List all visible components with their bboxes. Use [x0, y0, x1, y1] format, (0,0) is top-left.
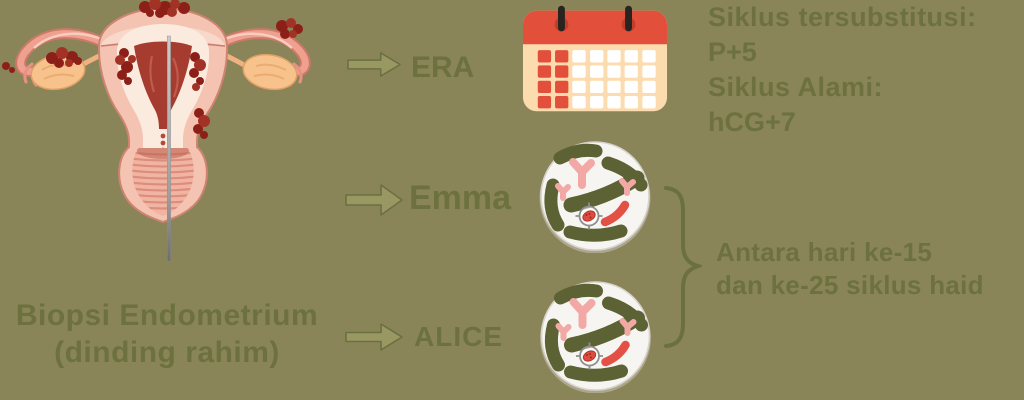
- right-arrow-icon: [347, 52, 401, 77]
- era-timing-heading1: Siklus tersubstitusi:: [708, 2, 977, 32]
- era-timing-heading2: Siklus Alami:: [708, 72, 884, 102]
- biopsy-caption-line2: (dinding rahim): [54, 336, 280, 369]
- test-label-emma: Emma: [409, 179, 512, 217]
- biopsy-needle: [166, 35, 171, 262]
- target-crosshair: [575, 202, 603, 230]
- target-crosshair: [576, 342, 603, 370]
- biopsy-caption: Biopsi Endometrium (dinding rahim): [0, 297, 334, 371]
- calendar-icon: [522, 5, 668, 112]
- bacteria-culture-icon: [539, 141, 651, 253]
- bacteria-culture-icon: [540, 281, 651, 393]
- right-arrow-icon: [345, 323, 403, 351]
- era-timing-value2: hCG+7: [708, 107, 796, 137]
- era-timing-value1: P+5: [708, 37, 757, 67]
- endometrial-cavity: [134, 41, 192, 167]
- test-label-era: ERA: [411, 51, 475, 84]
- test-label-alice: ALICE: [414, 321, 503, 352]
- emma-alice-timing-line1: Antara hari ke-15: [716, 237, 933, 267]
- uterus-biopsy-illustration-icon: [2, 0, 311, 262]
- emma-alice-timing-annotation: Antara hari ke-15 dan ke-25 siklus haid: [716, 236, 1024, 302]
- era-timing-annotation: Siklus tersubstitusi: P+5 Siklus Alami: …: [708, 0, 1024, 140]
- curly-brace-right: [664, 186, 702, 348]
- right-arrow-icon: [345, 184, 403, 216]
- lesion-clusters: [2, 0, 303, 139]
- biopsy-caption-line1: Biopsi Endometrium: [15, 299, 319, 332]
- emma-alice-timing-line2: dan ke-25 siklus haid: [716, 270, 984, 300]
